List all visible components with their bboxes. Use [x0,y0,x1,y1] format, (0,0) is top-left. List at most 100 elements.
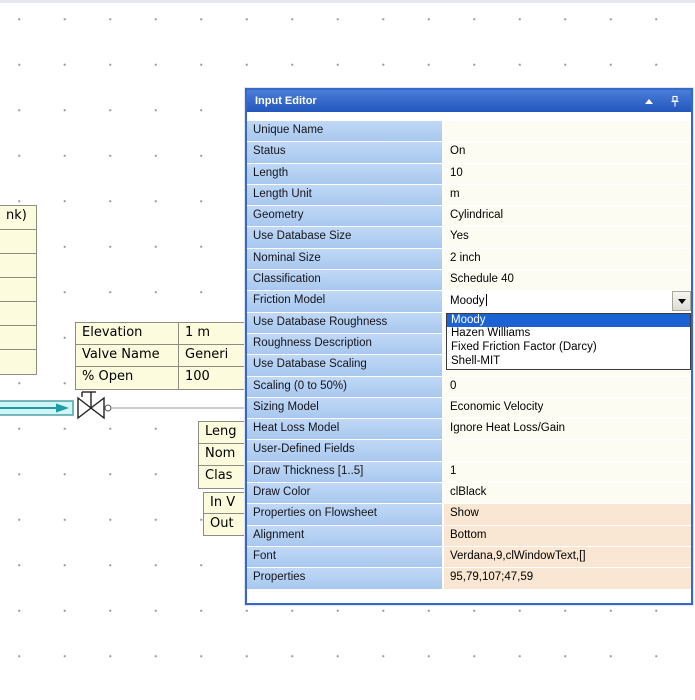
top-edge-strip [0,0,695,3]
property-value-cell[interactable]: clBlack [444,483,691,505]
text-caret-icon [485,294,487,307]
input-editor-titlebar[interactable]: Input Editor [247,90,691,112]
property-value-cell[interactable]: Verdana,9,clWindowText,[] [444,546,691,569]
property-label-cell[interactable]: Length [247,163,444,185]
property-row: Friction Model Moody [247,291,691,313]
property-value-cell[interactable] [444,440,691,462]
property-label-cell[interactable]: Geometry [247,206,444,228]
property-label-cell[interactable]: Sizing Model [247,397,444,420]
property-label-cell[interactable]: Use Database Scaling [247,355,444,377]
table-row: Elevation 1 m [76,323,244,345]
property-value-cell[interactable]: Yes [444,227,691,249]
property-label-cell[interactable]: Draw Color [247,483,444,505]
grid-bottom-filler [247,589,691,603]
property-row: User-Defined Fields [247,440,691,462]
property-label-cell[interactable]: Length Unit [247,184,444,207]
pipe-segment[interactable] [0,400,74,416]
dropdown-item[interactable]: Fixed Friction Factor (Darcy) [451,341,597,354]
property-label-cell[interactable]: Font [247,546,444,569]
dropdown-item[interactable]: Hazen Williams [451,327,531,340]
tank-annotation-table[interactable]: nk) [0,205,37,375]
table-row: Clas [199,466,244,488]
property-row: Draw Thickness [1..5]1 [247,461,691,484]
property-label-cell[interactable]: Nominal Size [247,248,444,271]
property-label-cell[interactable]: Draw Thickness [1..5] [247,461,444,484]
pin-icon[interactable] [669,95,681,108]
table-row [0,326,36,350]
property-value-cell[interactable]: Moody [444,291,691,313]
property-label-cell[interactable]: Scaling (0 to 50%) [247,376,444,398]
table-row: Leng [199,422,244,444]
annotation-value: 1 m [185,325,211,340]
property-value-cell[interactable]: Bottom [444,525,691,547]
property-label-cell[interactable]: Heat Loss Model [247,419,444,441]
annotation-label: Elevation [76,323,179,344]
property-label-cell[interactable]: Properties [247,568,444,590]
property-label-cell[interactable]: Classification [247,270,444,292]
dropdown-button[interactable] [672,291,691,311]
grid-top-gap [247,112,691,121]
property-value-cell[interactable]: 95,79,107;47,59 [444,568,691,590]
flow-arrow-icon [56,403,69,413]
property-label-cell[interactable]: Friction Model [247,291,444,313]
property-label-cell[interactable]: Use Database Size [247,227,444,249]
connector-port-icon[interactable] [104,404,112,412]
table-row [0,230,36,254]
table-row [0,350,36,374]
valve-icon[interactable] [77,391,105,420]
table-row: Out [204,514,244,535]
property-label-cell[interactable]: Use Database Roughness [247,312,444,334]
property-label-cell[interactable]: Properties on Flowsheet [247,504,444,526]
property-value-cell[interactable]: 10 [444,163,691,185]
property-value-cell[interactable]: On [444,142,691,164]
property-value-cell[interactable]: Economic Velocity [444,397,691,420]
property-value-cell[interactable]: m [444,184,691,207]
property-row: Scaling (0 to 50%)0 [247,376,691,398]
property-label-cell[interactable]: Alignment [247,525,444,547]
property-value-cell[interactable] [444,121,691,143]
property-label-cell[interactable]: Roughness Description [247,333,444,356]
property-label-cell[interactable]: Status [247,142,444,164]
annotation-value: Generi [185,347,229,362]
property-value-cell[interactable]: Ignore Heat Loss/Gain [444,419,691,441]
table-row [0,278,36,302]
collapse-arrow-icon[interactable] [645,98,653,104]
pipe-and-valve-graphic[interactable] [0,385,250,431]
property-label-cell[interactable]: User-Defined Fields [247,440,444,462]
tank-label-fragment: nk) [6,208,27,223]
dropdown-item[interactable]: Shell-MIT [451,355,501,368]
property-value-cell[interactable]: Cylindrical [444,206,691,228]
combo-edit-text: Moody [450,295,485,308]
annotation-label: Leng [205,424,237,439]
table-row [0,302,36,326]
table-row [0,254,36,278]
annotation-label: In V [210,495,236,510]
property-label-cell[interactable]: Unique Name [247,121,444,143]
property-value-cell[interactable]: Show [444,504,691,526]
property-value-cell[interactable]: 0 [444,376,691,398]
property-value-cell[interactable]: 2 inch [444,248,691,271]
property-value-cell[interactable]: 1 [444,461,691,484]
pipe-annotation-table-lower[interactable]: In V Out [203,492,245,536]
table-row: Nom [199,444,244,466]
chevron-down-icon [677,298,686,304]
property-value-cell[interactable]: Schedule 40 [444,270,691,292]
panel-title: Input Editor [255,95,317,107]
dropdown-item[interactable]: Moody [447,313,690,328]
